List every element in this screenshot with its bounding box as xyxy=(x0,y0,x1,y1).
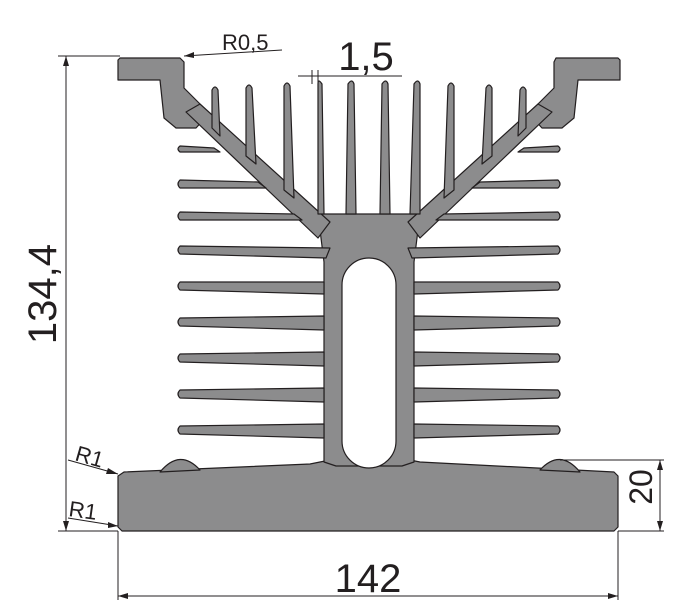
total-width-label: 142 xyxy=(335,557,402,601)
vertical-fin xyxy=(481,84,493,165)
horizontal-fin-right xyxy=(413,315,561,331)
heatsink-profile xyxy=(117,57,621,532)
horizontal-fin-left xyxy=(177,351,325,367)
base-bump-right xyxy=(539,458,581,473)
arrowhead xyxy=(118,593,128,599)
horizontal-fin-right xyxy=(413,423,561,439)
arrowhead xyxy=(108,522,118,528)
horizontal-fin-left xyxy=(177,145,221,153)
arrowhead xyxy=(106,468,118,474)
horizontal-fin-right xyxy=(413,351,561,367)
vertical-fin xyxy=(345,80,357,215)
vertical-fin xyxy=(211,86,221,137)
vertical-fin xyxy=(517,86,527,137)
horizontal-fin-right xyxy=(407,245,561,259)
arrowhead xyxy=(63,56,69,66)
diagonal-arm-left xyxy=(185,103,331,239)
vertical-fin xyxy=(379,80,391,215)
horizontal-fin-right xyxy=(471,179,561,189)
base-bump-left xyxy=(159,458,201,473)
vertical-fin xyxy=(245,84,257,165)
top-flange-right xyxy=(532,57,621,129)
vertical-fin xyxy=(283,82,295,199)
center-slot xyxy=(341,257,397,469)
horizontal-fin-right xyxy=(517,145,561,153)
horizontal-fin-left xyxy=(177,179,267,189)
horizontal-fin-right xyxy=(435,211,561,221)
total-height-label: 134,4 xyxy=(21,244,65,344)
horizontal-fin-left xyxy=(177,211,303,221)
horizontal-fin-left xyxy=(177,281,325,295)
radius-lower-label: R1 xyxy=(67,496,98,525)
arrowhead xyxy=(657,460,663,470)
arrowhead xyxy=(608,593,618,599)
arrowhead xyxy=(63,521,69,531)
horizontal-fin-left xyxy=(177,423,325,439)
dimension-arrowheads xyxy=(63,52,663,599)
horizontal-fin-right xyxy=(413,281,561,295)
vertical-fin xyxy=(409,80,421,215)
top-flange-left xyxy=(117,57,206,129)
arrowhead xyxy=(184,52,194,58)
arrowhead xyxy=(657,521,663,531)
fin-thickness-label: 1,5 xyxy=(338,35,394,79)
horizontal-fin-right xyxy=(413,387,561,403)
horizontal-fin-left xyxy=(177,387,325,403)
radius-upper-label: R1 xyxy=(73,441,107,473)
horizontal-fin-left xyxy=(177,315,325,331)
horizontal-fin-left xyxy=(177,245,331,259)
top-radius-leader xyxy=(183,49,283,57)
vertical-fin xyxy=(443,82,455,199)
top-radius-label: R0,5 xyxy=(222,30,268,55)
base-height-label: 20 xyxy=(623,469,659,505)
vertical-fin xyxy=(317,80,325,215)
